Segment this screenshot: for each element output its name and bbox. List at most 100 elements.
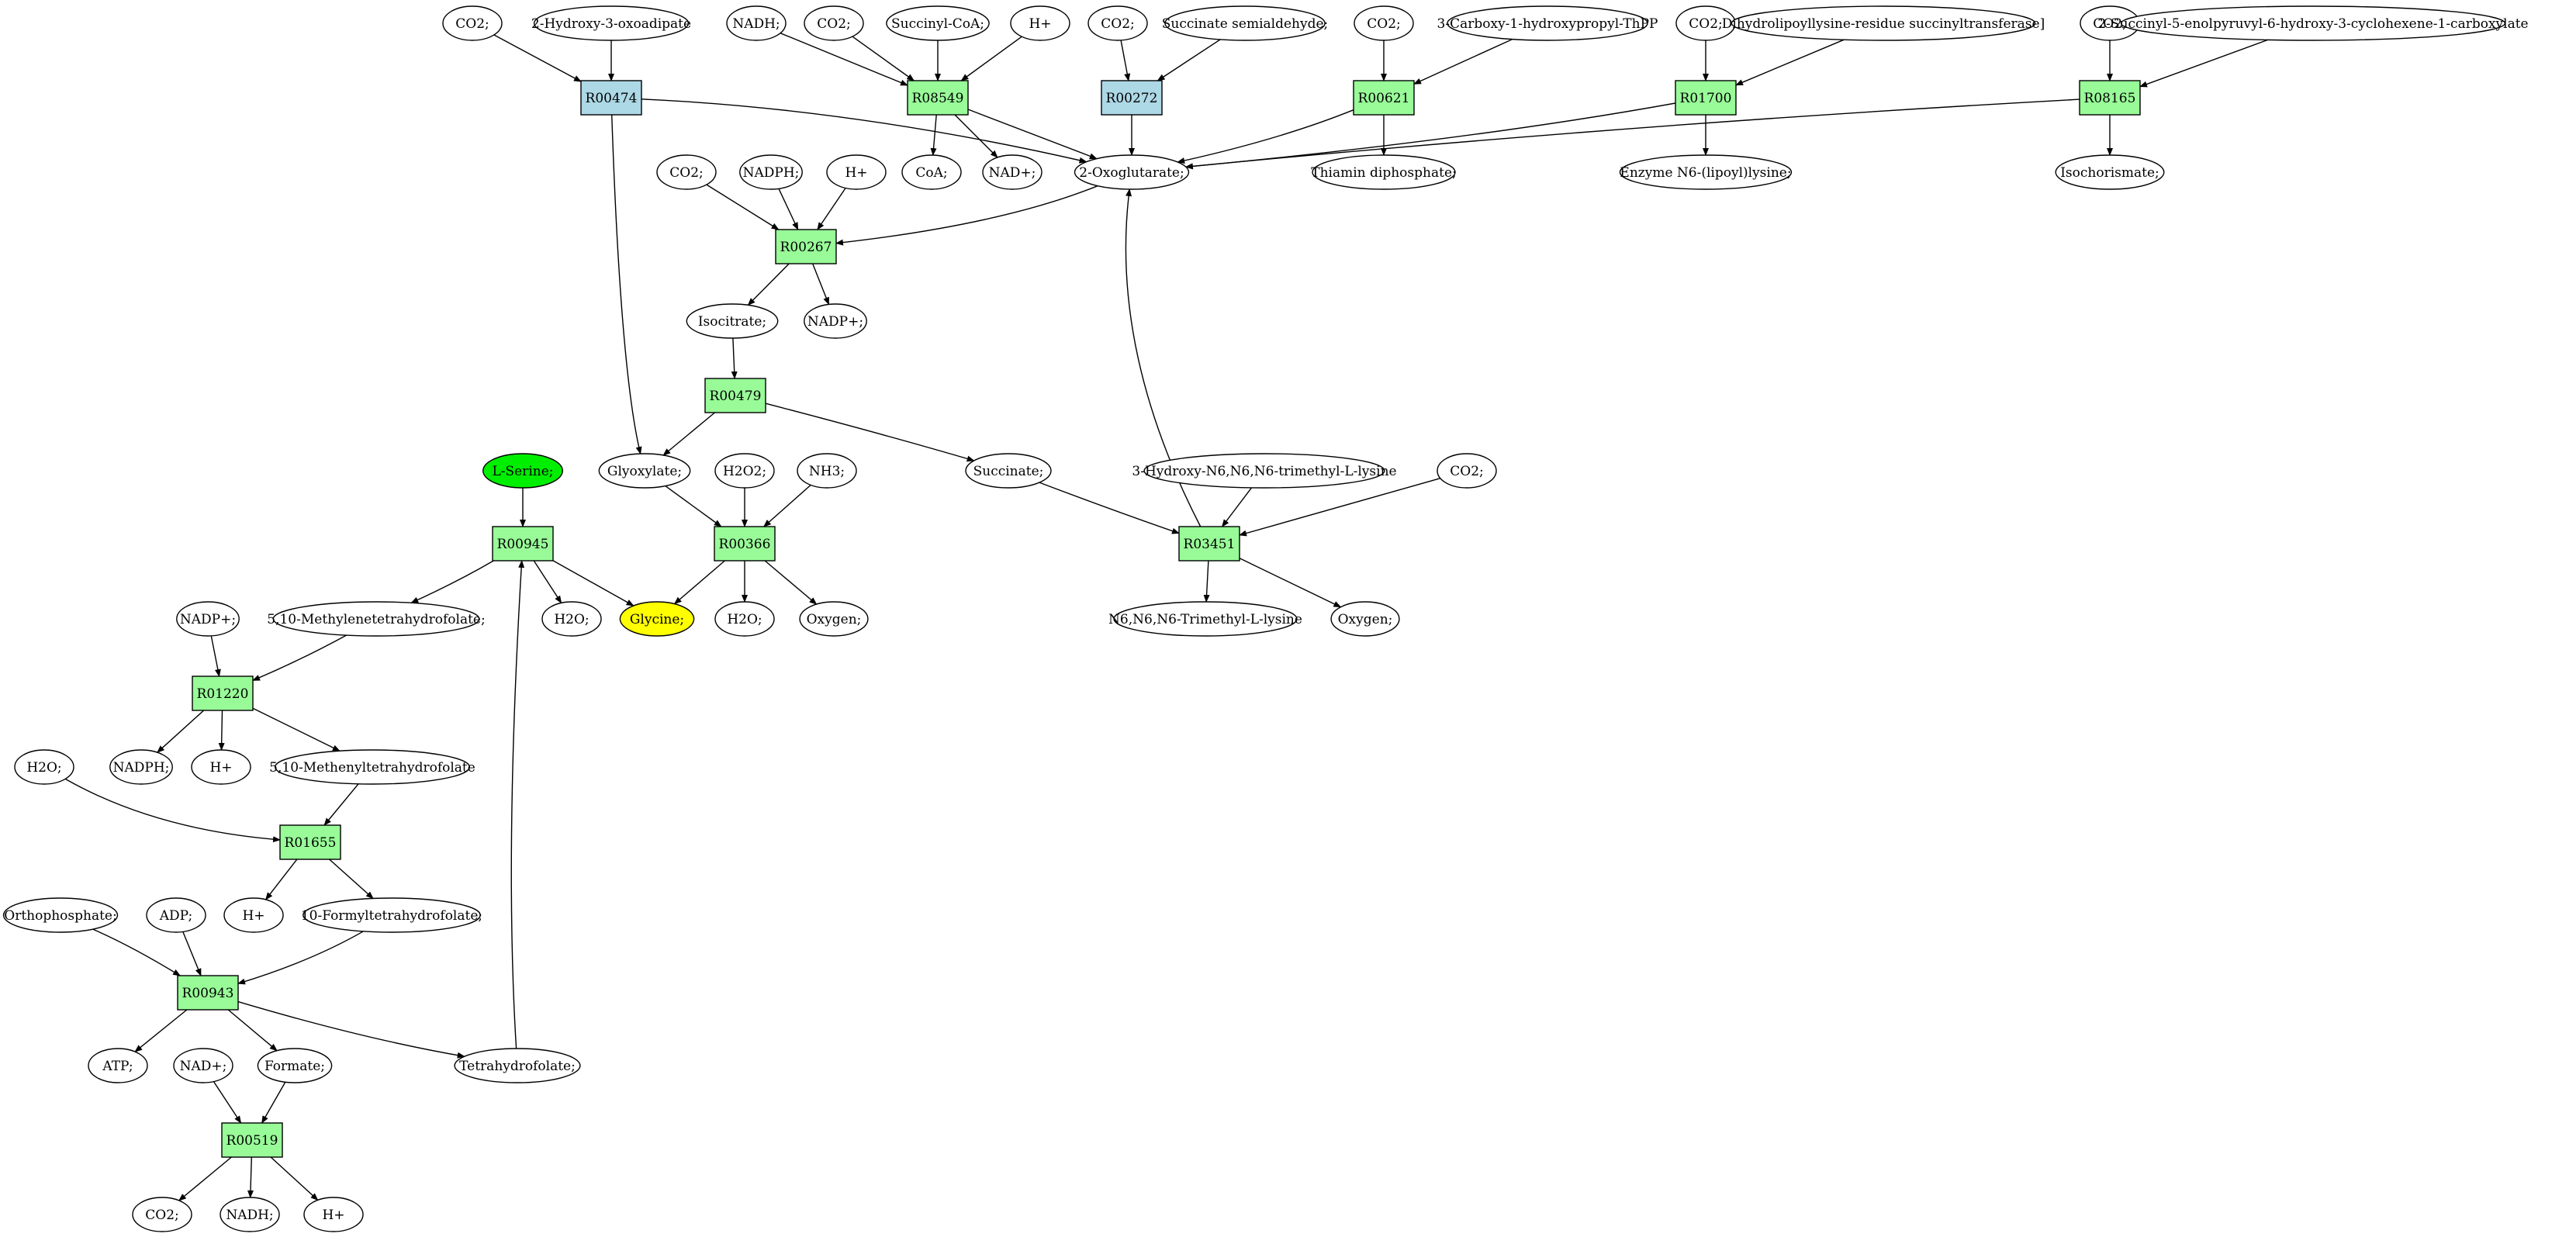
compound-label: Tetrahydrofolate; xyxy=(459,1059,576,1074)
compound-node-c_h2o_b[interactable]: H2O; xyxy=(714,601,775,637)
edge-c_formate-to-R00519 xyxy=(261,1081,286,1124)
compound-node-c_hplus_b[interactable]: H+ xyxy=(826,154,887,190)
compound-node-c_co2_f[interactable]: CO2; xyxy=(2080,5,2140,41)
reaction-node-r01220[interactable]: R01220 xyxy=(192,676,254,711)
compound-ellipse xyxy=(109,749,173,785)
compound-ellipse xyxy=(257,1048,333,1083)
reaction-node-r00945[interactable]: R00945 xyxy=(492,526,554,561)
compound-label: Enzyme N6-(lipoyl)lysine; xyxy=(1620,165,1791,181)
compound-label: NAD+; xyxy=(180,1059,227,1074)
compound-label: Formate; xyxy=(265,1059,325,1074)
compound-node-c_methylenethf[interactable]: 5,10-Methylenetetrahydrofolate; xyxy=(267,601,486,637)
compound-node-c_tml[interactable]: N6,N6,N6-Trimethyl-L-lysine xyxy=(1108,601,1302,637)
compound-node-c_glyoxylate[interactable]: Glyoxylate; xyxy=(598,453,691,489)
reaction-box xyxy=(907,80,969,116)
compound-node-c_glycine[interactable]: Glycine; xyxy=(619,601,695,637)
reaction-box xyxy=(714,526,776,561)
reaction-label: R00945 xyxy=(497,537,549,552)
reaction-label: R08165 xyxy=(2084,91,2136,106)
compound-node-c_nh3[interactable]: NH3; xyxy=(797,453,857,489)
compound-node-c_succinylcoa[interactable]: Succinyl-CoA; xyxy=(886,5,990,41)
compound-node-c_co2_h[interactable]: CO2; xyxy=(1437,453,1497,489)
reaction-box xyxy=(192,676,254,711)
compound-node-c_isocitrate[interactable]: Isocitrate; xyxy=(686,303,779,339)
compound-node-c_orthophosphate[interactable]: Orthophosphate; xyxy=(2,897,119,933)
edge-c_dihydrolipoyl-to-R01700 xyxy=(1735,39,1845,86)
edge-c_nadplus_b-to-R00519 xyxy=(213,1081,242,1124)
compound-node-c_h2o2[interactable]: H2O2; xyxy=(714,453,775,489)
compound-node-c_nadph_a[interactable]: NADPH; xyxy=(739,154,803,190)
compound-node-c_hydroxytml[interactable]: 3-Hydroxy-N6,N6,N6-trimethyl-L-lysine xyxy=(1132,453,1397,489)
compound-node-c_co2_g[interactable]: CO2; xyxy=(656,154,717,190)
compound-node-c_carboxyhpthpp[interactable]: 3-Carboxy-1-hydroxypropyl-ThPP xyxy=(1437,5,1658,41)
compound-node-c_coa[interactable]: CoA; xyxy=(901,154,962,190)
compound-node-c_co2_c[interactable]: CO2; xyxy=(1087,5,1148,41)
compound-node-c_nadpplus_a[interactable]: NADP+; xyxy=(804,303,867,339)
compound-node-c_sephchc[interactable]: 2-Succinyl-5-enolpyruvyl-6-hydroxy-3-cyc… xyxy=(2097,5,2529,41)
compound-node-c_nadpplus_b[interactable]: NADP+; xyxy=(176,601,240,637)
compound-node-c_methenylthf[interactable]: 5,10-Methenyltetrahydrofolate xyxy=(269,749,475,785)
reaction-node-r01655[interactable]: R01655 xyxy=(279,824,341,860)
compound-node-c_co2_i[interactable]: CO2; xyxy=(132,1197,192,1232)
compound-node-c_hplus_d[interactable]: H+ xyxy=(223,897,284,933)
compound-node-c_formate[interactable]: Formate; xyxy=(257,1048,333,1083)
edge-R08549-to-c_nadplus_a xyxy=(954,114,998,158)
compound-node-c_lserine[interactable]: L-Serine; xyxy=(482,453,564,489)
reaction-label: R00479 xyxy=(710,389,762,404)
compound-node-c_isochorismate[interactable]: Isochorismate; xyxy=(2055,154,2165,190)
reaction-label: R00943 xyxy=(182,986,234,1001)
reaction-node-r00943[interactable]: R00943 xyxy=(177,975,239,1011)
compound-node-c_nadh_a[interactable]: NADH; xyxy=(726,5,787,41)
reaction-node-r01700[interactable]: R01700 xyxy=(1675,80,1737,116)
compound-label: CoA; xyxy=(915,165,947,181)
reaction-node-r03451[interactable]: R03451 xyxy=(1178,526,1240,561)
reaction-node-r08549[interactable]: R08549 xyxy=(907,80,969,116)
compound-ellipse xyxy=(303,1197,364,1232)
compound-node-c_thiamindp[interactable]: Thiamin diphosphate; xyxy=(1311,154,1457,190)
compound-node-c_nadph_b[interactable]: NADPH; xyxy=(109,749,173,785)
reaction-label: R00366 xyxy=(719,537,771,552)
edge-R00621-to-c_oxoglutarate xyxy=(1177,109,1354,164)
compound-node-c_thf[interactable]: Tetrahydrofolate; xyxy=(454,1048,581,1083)
compound-node-c_succsemiald[interactable]: Succinate semialdehyde; xyxy=(1162,5,1329,41)
edge-R00945-to-c_h2o_a xyxy=(533,560,562,604)
edge-R01655-to-c_formylthf xyxy=(329,859,374,900)
compound-node-c_oxygen_b[interactable]: Oxygen; xyxy=(1330,601,1400,637)
compound-node-c_co2_b[interactable]: CO2; xyxy=(804,5,864,41)
reaction-node-r00519[interactable]: R00519 xyxy=(221,1122,283,1158)
compound-label: N6,N6,N6-Trimethyl-L-lysine xyxy=(1108,612,1302,627)
compound-label: H+ xyxy=(209,760,232,776)
compound-node-c_co2_d[interactable]: CO2; xyxy=(1354,5,1414,41)
compound-ellipse xyxy=(454,1048,581,1083)
compound-node-c_adp[interactable]: ADP; xyxy=(146,897,206,933)
compound-node-c_oxygen_a[interactable]: Oxygen; xyxy=(799,601,869,637)
compound-node-c_hplus_c[interactable]: H+ xyxy=(191,749,251,785)
reaction-node-r00621[interactable]: R00621 xyxy=(1353,80,1415,116)
reaction-node-r00366[interactable]: R00366 xyxy=(714,526,776,561)
reaction-node-r00267[interactable]: R00267 xyxy=(775,229,837,264)
compound-node-c_h2o_a[interactable]: H2O; xyxy=(541,601,602,637)
compound-node-c_nadplus_b[interactable]: NAD+; xyxy=(173,1048,233,1083)
compound-node-c_formylthf[interactable]: 10-Formyltetrahydrofolate; xyxy=(301,897,482,933)
compound-node-c_co2_a[interactable]: CO2; xyxy=(442,5,503,41)
compound-node-c_oxoglutarate[interactable]: 2-Oxoglutarate; xyxy=(1074,154,1190,190)
compound-node-c_atp[interactable]: ATP; xyxy=(88,1048,148,1083)
compound-ellipse xyxy=(797,453,857,489)
compound-node-c_succinate[interactable]: Succinate; xyxy=(965,453,1052,489)
reaction-node-r00479[interactable]: R00479 xyxy=(704,378,766,413)
reaction-node-r08165[interactable]: R08165 xyxy=(2079,80,2141,116)
compound-node-c_dihydrolipoyl[interactable]: Dihydrolipoyllysine-residue succinyltran… xyxy=(1722,5,2045,41)
compound-ellipse xyxy=(1447,5,1648,41)
compound-node-c_hplus_e[interactable]: H+ xyxy=(303,1197,364,1232)
compound-ellipse xyxy=(598,453,691,489)
compound-ellipse xyxy=(533,5,690,41)
reaction-node-r00272[interactable]: R00272 xyxy=(1101,80,1163,116)
compound-node-c_nadh_b[interactable]: NADH; xyxy=(220,1197,280,1232)
compound-node-c_enzymen6[interactable]: Enzyme N6-(lipoyl)lysine; xyxy=(1619,154,1793,190)
compound-node-c_hplus_a[interactable]: H+ xyxy=(1010,5,1070,41)
edge-R08165-to-c_oxoglutarate xyxy=(1184,98,2080,170)
compound-node-c_h2o_c[interactable]: H2O; xyxy=(14,749,74,785)
reaction-node-r00474[interactable]: R00474 xyxy=(580,80,642,116)
compound-node-c_hydroxyoxoadipate[interactable]: 2-Hydroxy-3-oxoadipate xyxy=(531,5,691,41)
compound-node-c_nadplus_a[interactable]: NAD+; xyxy=(982,154,1043,190)
